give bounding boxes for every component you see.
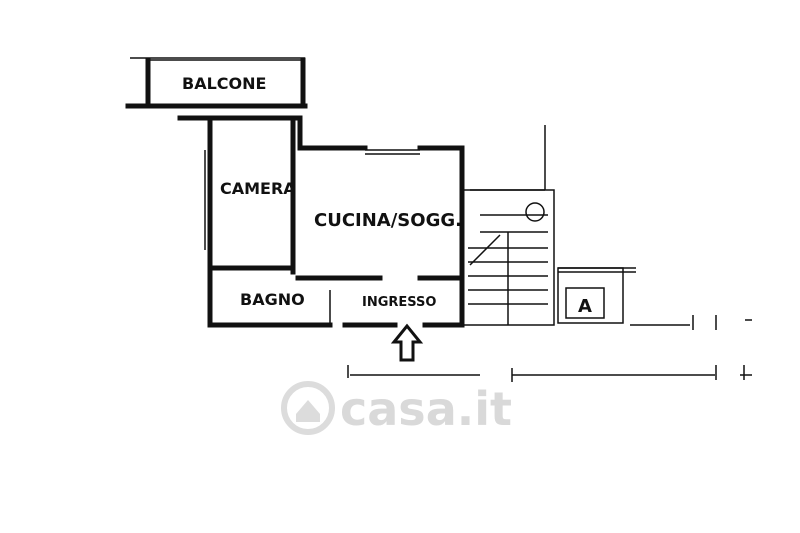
outer-wall-kitchen-top [417,145,465,193]
room-label-balcone: BALCONE [182,74,266,93]
left-outer-wall [207,115,333,328]
watermark-logo-icon [281,381,335,435]
lift-cabin [565,287,605,319]
watermark-house-icon [296,400,320,422]
staircase [461,125,555,326]
stair-column-icon [525,202,545,222]
corridor [347,315,752,382]
watermark: casa.it [281,381,512,436]
balcony [125,57,308,109]
room-label-cucina: CUCINA/SOGG. [314,210,462,231]
room-label-ingresso: INGRESSO [362,295,436,310]
lift: A [557,267,636,324]
lift-symbol: A [578,296,592,317]
room-label-camera: CAMERA [220,179,296,198]
watermark-text: casa.it [340,382,512,436]
stair-arrow-line [469,234,501,266]
entry-arrow-icon [390,323,424,362]
room-label-bagno: BAGNO [240,290,305,309]
outer-wall [177,115,368,151]
